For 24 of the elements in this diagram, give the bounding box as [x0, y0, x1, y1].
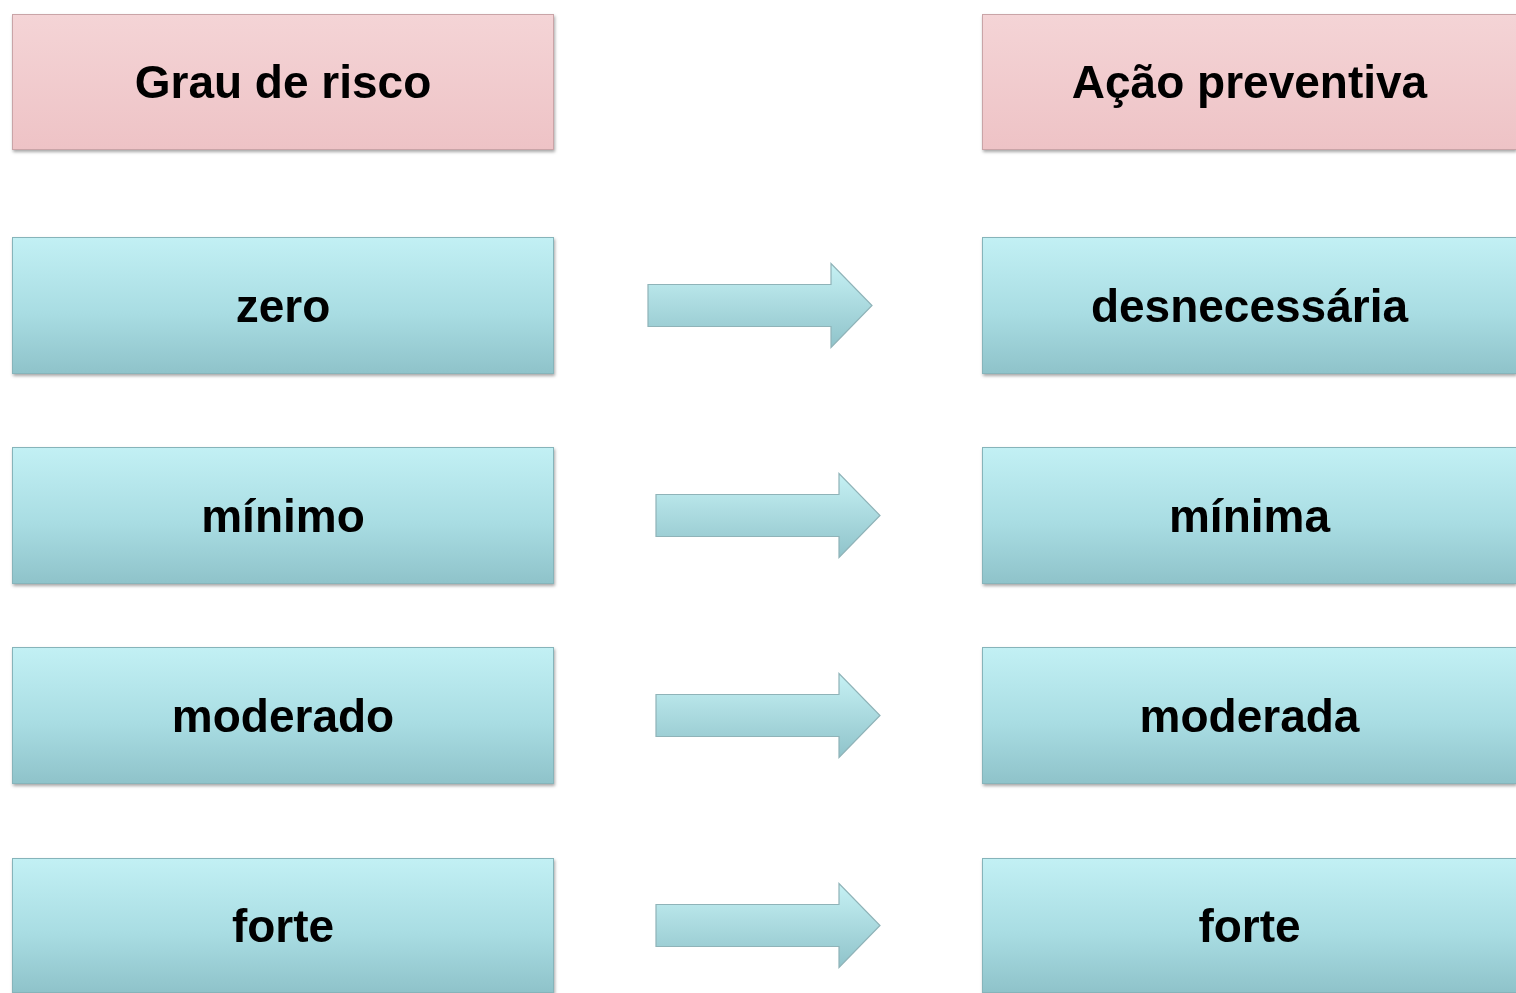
level-label: zero: [235, 278, 331, 333]
block-arrow: [655, 882, 881, 969]
block-arrow: [647, 262, 873, 349]
level-label: mínima: [1168, 488, 1330, 543]
column-header-box: [12, 14, 554, 150]
level-box: [982, 237, 1516, 374]
block-arrow: [655, 472, 881, 559]
level-box: [12, 858, 554, 993]
level-label: forte: [1198, 898, 1301, 953]
level-box: [12, 647, 554, 784]
level-label: mínimo: [201, 488, 365, 543]
level-label: desnecessária: [1090, 278, 1409, 333]
level-box: [982, 858, 1516, 993]
column-heading: Ação preventiva: [1071, 55, 1428, 109]
level-box: [12, 447, 554, 584]
level-box: [982, 647, 1516, 784]
block-arrow: [655, 672, 881, 759]
level-label: moderada: [1139, 688, 1360, 743]
level-label: forte: [231, 898, 335, 953]
column-heading: Grau de risco: [134, 55, 432, 109]
level-box: [12, 237, 554, 374]
level-box: [982, 447, 1516, 584]
column-header-box: [982, 14, 1516, 150]
level-label: moderado: [171, 688, 395, 743]
